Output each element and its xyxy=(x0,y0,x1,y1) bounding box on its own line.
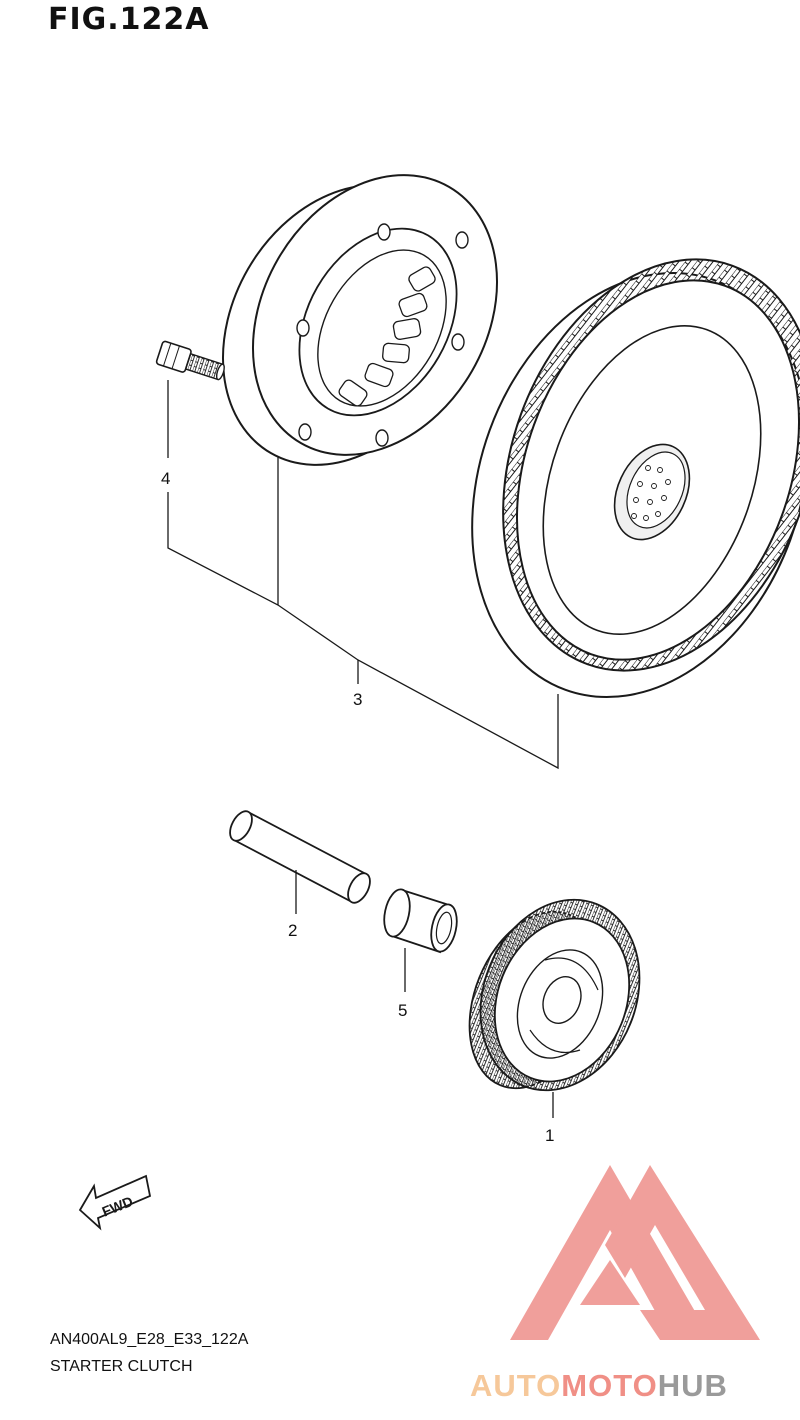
watermark-hub: HUB xyxy=(657,1368,728,1403)
one-way-clutch-housing xyxy=(222,174,498,466)
figure-title: FIG.122A xyxy=(48,2,210,37)
diagram-code: AN400AL9_E28_E33_122A xyxy=(50,1331,249,1348)
callout-3: 3 xyxy=(353,690,363,709)
bushing xyxy=(383,888,458,954)
watermark-auto: AUTO xyxy=(470,1368,562,1403)
bolt xyxy=(155,340,225,381)
diagram-caption: STARTER CLUTCH xyxy=(50,1358,193,1375)
callout-4: 4 xyxy=(161,469,171,488)
callout-1: 1 xyxy=(545,1126,555,1145)
watermark-logo xyxy=(510,1165,760,1340)
callout-2: 2 xyxy=(288,921,298,940)
idle-gear xyxy=(468,898,641,1092)
leader-lines xyxy=(167,380,559,1118)
callout-5: 5 xyxy=(398,1001,408,1020)
watermark-moto: MOTO xyxy=(561,1368,658,1403)
shaft xyxy=(229,810,371,904)
starter-clutch-gear xyxy=(471,258,800,699)
watermark-text: AUTOMOTOHUB xyxy=(470,1368,728,1404)
forward-arrow-icon: FWD xyxy=(78,1174,152,1231)
